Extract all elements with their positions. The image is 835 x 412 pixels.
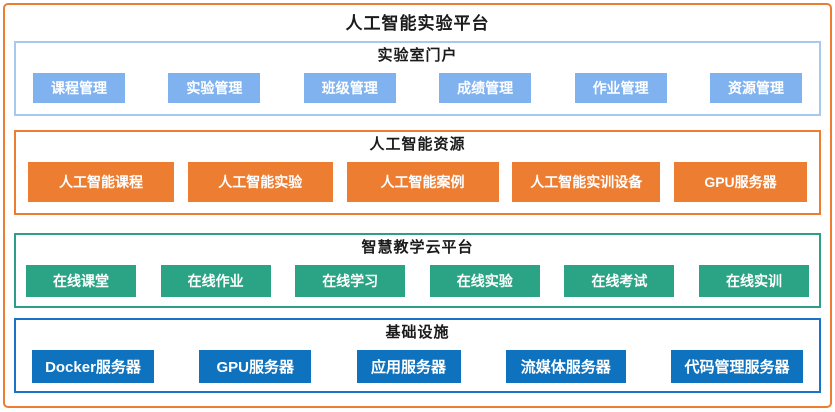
lab-portal-tile-row: 课程管理 实验管理 班级管理 成绩管理 作业管理 资源管理 <box>16 73 819 103</box>
online-homework-tile: 在线作业 <box>160 265 271 297</box>
section-infrastructure-title: 基础设施 <box>385 324 450 341</box>
docker-server-tile: Docker服务器 <box>32 350 154 383</box>
experiment-management-tile: 实验管理 <box>168 73 261 103</box>
grade-management-tile: 成绩管理 <box>439 73 532 103</box>
section-cloud-platform-title: 智慧教学云平台 <box>361 239 474 256</box>
online-training-tile: 在线实训 <box>698 265 809 297</box>
section-lab-portal: 实验室门户 课程管理 实验管理 班级管理 成绩管理 作业管理 资源管理 <box>14 41 821 116</box>
section-ai-resources-title: 人工智能资源 <box>369 136 466 153</box>
section-cloud-platform: 智慧教学云平台 在线课堂 在线作业 在线学习 在线实验 在线考试 在线实训 <box>14 233 821 308</box>
online-exam-tile: 在线考试 <box>564 265 675 297</box>
ai-course-tile: 人工智能课程 <box>28 162 174 202</box>
course-management-tile: 课程管理 <box>33 73 125 103</box>
homework-management-tile: 作业管理 <box>574 73 667 103</box>
cloud-platform-tile-row: 在线课堂 在线作业 在线学习 在线实验 在线考试 在线实训 <box>16 265 819 297</box>
online-classroom-tile: 在线课堂 <box>26 265 136 297</box>
infra-gpu-server-tile: GPU服务器 <box>199 350 312 383</box>
ai-experiment-tile: 人工智能实验 <box>187 162 333 202</box>
infrastructure-tile-row: Docker服务器 GPU服务器 应用服务器 流媒体服务器 代码管理服务器 <box>16 350 819 383</box>
section-lab-portal-title: 实验室门户 <box>377 47 458 64</box>
class-management-tile: 班级管理 <box>303 73 396 103</box>
online-learning-tile: 在线学习 <box>295 265 406 297</box>
code-management-server-tile: 代码管理服务器 <box>671 350 803 383</box>
app-server-tile: 应用服务器 <box>356 350 461 383</box>
section-infrastructure: 基础设施 Docker服务器 GPU服务器 应用服务器 流媒体服务器 代码管理服… <box>14 318 821 393</box>
ai-training-equipment-tile: 人工智能实训设备 <box>512 162 661 202</box>
streaming-server-tile: 流媒体服务器 <box>505 350 626 383</box>
ai-case-tile: 人工智能案例 <box>346 162 499 202</box>
ai-resources-tile-row: 人工智能课程 人工智能实验 人工智能案例 人工智能实训设备 GPU服务器 <box>16 162 819 202</box>
online-experiment-tile: 在线实验 <box>429 265 540 297</box>
gpu-server-tile: GPU服务器 <box>674 162 807 202</box>
section-ai-resources: 人工智能资源 人工智能课程 人工智能实验 人工智能案例 人工智能实训设备 GPU… <box>14 130 821 215</box>
diagram-title: 人工智能实验平台 <box>345 14 490 33</box>
resource-management-tile: 资源管理 <box>709 73 802 103</box>
